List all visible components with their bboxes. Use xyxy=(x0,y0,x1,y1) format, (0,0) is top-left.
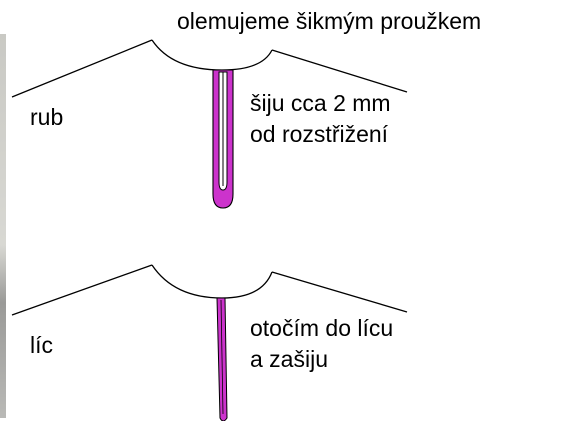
bottom-panel: líc otočím do lícu a zašiju xyxy=(11,264,408,421)
top-fabric-edge-left xyxy=(11,39,153,98)
top-note-line2: od rozstřižení xyxy=(250,121,389,147)
top-neckline-curve xyxy=(151,39,273,71)
bottom-fabric-edge-left xyxy=(11,264,153,316)
top-fabric-edge-right xyxy=(271,49,408,93)
bottom-note-line1: otočím do lícu xyxy=(250,315,393,341)
bottom-note-line2: a zašiju xyxy=(250,346,328,372)
diagram-title: olemujeme šikmým proužkem xyxy=(177,8,481,34)
top-note-line1: šiju cca 2 mm xyxy=(250,90,391,116)
bottom-neckline-curve xyxy=(151,264,273,299)
bottom-fabric-edge-right xyxy=(271,271,408,313)
left-edge-strip xyxy=(0,34,6,418)
top-side-label: rub xyxy=(30,104,63,130)
bottom-stitch-line xyxy=(220,299,224,415)
top-panel: rub šiju cca 2 mm od rozstřižení xyxy=(11,39,408,209)
bottom-side-label: líc xyxy=(30,332,53,358)
